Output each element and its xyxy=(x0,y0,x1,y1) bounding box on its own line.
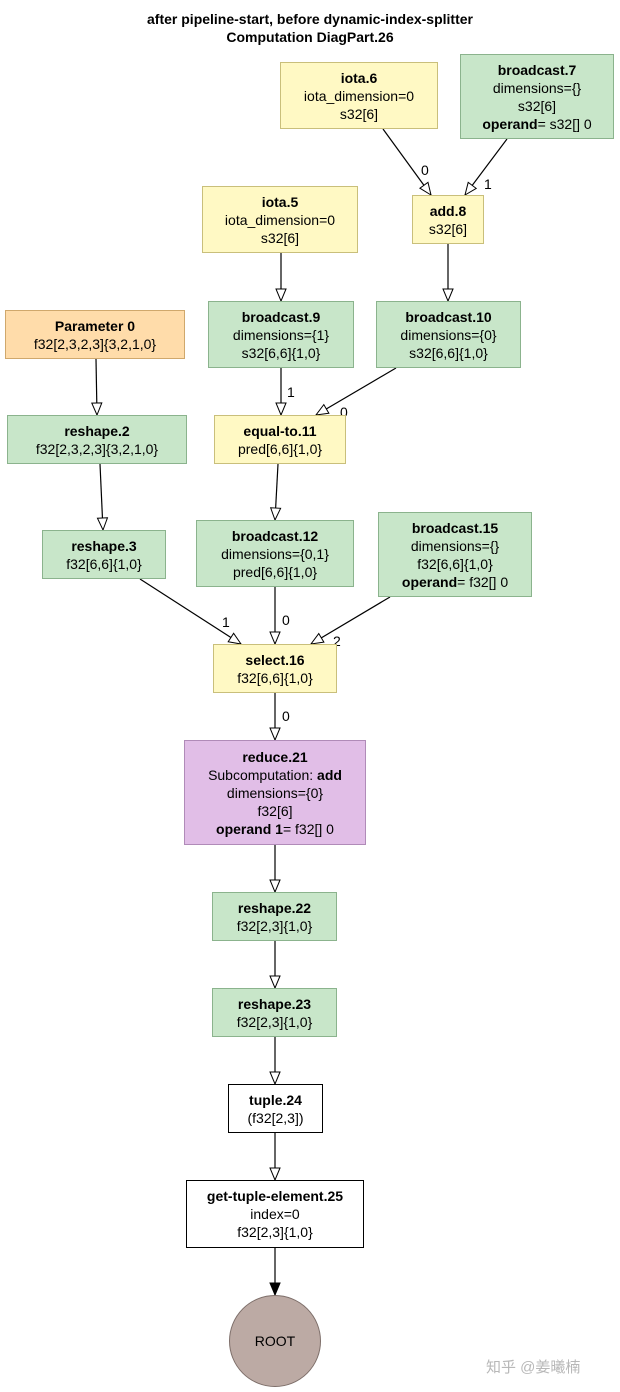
node-attr: dimensions={1} xyxy=(232,326,330,343)
root-label: ROOT xyxy=(254,1333,296,1349)
edge-broadcast10-equalto11 xyxy=(316,367,397,415)
node-tuple-24[interactable]: tuple.24 (f32[2,3]) xyxy=(228,1084,323,1133)
title-line-1: after pipeline-start, before dynamic-ind… xyxy=(147,11,473,27)
node-title: reshape.23 xyxy=(237,995,312,1012)
node-shape: s32[6,6]{1,0} xyxy=(409,344,488,361)
diagram-title: after pipeline-start, before dynamic-ind… xyxy=(0,10,620,46)
node-reduce-21[interactable]: reduce.21 Subcomputation: add dimensions… xyxy=(184,740,366,845)
node-shape: s32[6] xyxy=(428,220,468,237)
node-get-tuple-element-25[interactable]: get-tuple-element.25 index=0 f32[2,3]{1,… xyxy=(186,1180,364,1248)
node-operand: operand= s32[] 0 xyxy=(482,115,591,133)
node-broadcast-10[interactable]: broadcast.10 dimensions={0} s32[6,6]{1,0… xyxy=(376,301,521,368)
node-title: iota.5 xyxy=(261,193,299,210)
node-attr: iota_dimension=0 xyxy=(224,211,336,228)
node-subcomputation: Subcomputation: add xyxy=(208,766,342,784)
node-title: get-tuple-element.25 xyxy=(206,1188,344,1204)
edge-equalto11-broadcast12 xyxy=(275,463,278,520)
node-title: broadcast.15 xyxy=(411,519,499,536)
edge-label-iota6-add8: 0 xyxy=(421,162,429,178)
node-title: reshape.22 xyxy=(237,899,312,916)
node-reshape-3[interactable]: reshape.3 f32[6,6]{1,0} xyxy=(42,530,166,579)
node-operand: operand 1= f32[] 0 xyxy=(216,820,334,838)
node-shape: f32[2,3,2,3]{3,2,1,0} xyxy=(35,440,159,457)
edge-param0-reshape2 xyxy=(96,358,97,415)
node-attr: dimensions={0} xyxy=(226,784,324,801)
node-broadcast-9[interactable]: broadcast.9 dimensions={1} s32[6,6]{1,0} xyxy=(208,301,354,368)
edge-label-select16-reduce21: 0 xyxy=(282,708,290,724)
node-shape: f32[6,6]{1,0} xyxy=(66,555,142,572)
operand-value: = s32[] 0 xyxy=(537,115,592,132)
node-title: tuple.24 xyxy=(249,1091,302,1108)
node-title: equal-to.11 xyxy=(243,422,317,439)
node-shape: pred[6,6]{1,0} xyxy=(237,440,323,457)
operand-key: operand 1 xyxy=(216,820,283,837)
edge-broadcast15-select16 xyxy=(311,596,391,644)
node-reshape-23[interactable]: reshape.23 f32[2,3]{1,0} xyxy=(212,988,337,1037)
node-title: add.8 xyxy=(429,202,467,219)
node-shape: s32[6,6]{1,0} xyxy=(241,344,321,361)
node-title: reduce.21 xyxy=(242,748,308,765)
node-shape: s32[6] xyxy=(339,105,379,122)
node-shape: f32[6,6]{1,0} xyxy=(417,555,493,572)
node-attr: index=0 xyxy=(250,1206,300,1222)
node-title: Parameter 0 xyxy=(54,317,136,334)
node-attr: dimensions={0,1} xyxy=(221,545,329,562)
edge-label-broadcast15-select16: 2 xyxy=(333,633,341,649)
node-attr: dimensions={} xyxy=(410,537,500,554)
node-attr: dimensions={0} xyxy=(400,326,497,343)
node-root[interactable]: ROOT xyxy=(229,1295,321,1387)
node-title: iota.6 xyxy=(340,69,378,86)
edge-reshape3-select16 xyxy=(139,578,241,644)
node-equal-to-11[interactable]: equal-to.11 pred[6,6]{1,0} xyxy=(214,415,346,464)
node-title: broadcast.12 xyxy=(231,527,319,544)
node-title: select.16 xyxy=(245,651,305,668)
watermark: 知乎 @姜曦楠 xyxy=(486,1359,581,1376)
node-add-8[interactable]: add.8 s32[6] xyxy=(412,195,484,244)
title-line-2: Computation DiagPart.26 xyxy=(226,29,394,45)
node-title: broadcast.7 xyxy=(497,61,577,78)
node-parameter-0[interactable]: Parameter 0 f32[2,3,2,3]{3,2,1,0} xyxy=(5,310,185,359)
edge-label-broadcast12-select16: 0 xyxy=(282,612,290,628)
node-shape: pred[6,6]{1,0} xyxy=(232,563,318,580)
edge-label-broadcast10-equalto11: 0 xyxy=(340,404,348,420)
edge-label-reshape3-select16: 1 xyxy=(222,614,230,630)
edge-reshape2-reshape3 xyxy=(100,463,103,530)
operand-key: operand xyxy=(401,573,458,590)
node-attr: iota_dimension=0 xyxy=(303,87,415,104)
node-shape: f32[2,3,2,3]{3,2,1,0} xyxy=(33,335,157,352)
node-iota-6[interactable]: iota.6 iota_dimension=0 s32[6] xyxy=(280,62,438,129)
node-shape: f32[2,3]{1,0} xyxy=(237,1224,313,1240)
node-broadcast-12[interactable]: broadcast.12 dimensions={0,1} pred[6,6]{… xyxy=(196,520,354,587)
edge-broadcast7-add8 xyxy=(465,138,508,195)
node-shape: f32[2,3]{1,0} xyxy=(236,917,313,934)
node-broadcast-7[interactable]: broadcast.7 dimensions={} s32[6] operand… xyxy=(460,54,614,139)
node-select-16[interactable]: select.16 f32[6,6]{1,0} xyxy=(213,644,337,693)
node-operand: operand= f32[] 0 xyxy=(402,573,508,591)
node-title: reshape.3 xyxy=(71,537,137,554)
node-title: broadcast.10 xyxy=(405,308,492,325)
node-title: reshape.2 xyxy=(64,422,130,439)
edge-iota6-add8 xyxy=(382,128,431,195)
subcomputation-name: add xyxy=(317,766,342,783)
node-title: broadcast.9 xyxy=(241,308,321,325)
operand-value: = f32[] 0 xyxy=(282,820,334,837)
node-iota-5[interactable]: iota.5 iota_dimension=0 s32[6] xyxy=(202,186,358,253)
node-attr: dimensions={} xyxy=(492,79,582,96)
node-shape: f32[2,3]{1,0} xyxy=(236,1013,313,1030)
node-reshape-22[interactable]: reshape.22 f32[2,3]{1,0} xyxy=(212,892,337,941)
node-broadcast-15[interactable]: broadcast.15 dimensions={} f32[6,6]{1,0}… xyxy=(378,512,532,597)
node-shape: s32[6] xyxy=(260,229,300,246)
node-shape: (f32[2,3]) xyxy=(247,1109,304,1126)
subcomputation-label: Subcomputation: xyxy=(208,766,318,783)
node-shape: s32[6] xyxy=(517,97,557,114)
edge-label-broadcast9-equalto11: 1 xyxy=(287,384,295,400)
operand-value: = f32[] 0 xyxy=(457,573,509,590)
edge-label-broadcast7-add8: 1 xyxy=(484,176,492,192)
node-shape: f32[6] xyxy=(257,802,293,819)
node-shape: f32[6,6]{1,0} xyxy=(237,669,313,686)
node-reshape-2[interactable]: reshape.2 f32[2,3,2,3]{3,2,1,0} xyxy=(7,415,187,464)
operand-key: operand xyxy=(482,115,538,132)
